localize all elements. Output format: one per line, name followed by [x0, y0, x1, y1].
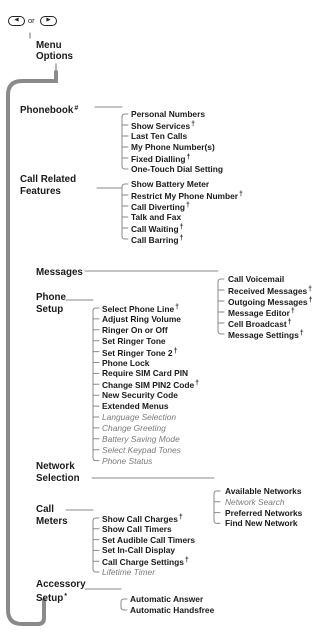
menu-item: Automatic Handsfree — [130, 605, 215, 615]
menu-item: Set Audible Call Timers — [102, 534, 196, 545]
dagger-mark: † — [173, 347, 178, 355]
menu-item: Call Diverting† — [131, 202, 190, 212]
dagger-mark: † — [184, 557, 189, 565]
menu-item: Cell Broadcast† — [228, 319, 292, 329]
category-call-meters: Call — [36, 504, 54, 515]
category-mark: * — [64, 592, 67, 600]
bracket-call-meters — [92, 517, 100, 573]
dagger-mark: † — [239, 191, 243, 198]
dagger-mark: † — [178, 514, 183, 521]
or-label: or — [28, 16, 35, 25]
menu-item: Received Messages† — [228, 286, 313, 296]
menu-item: Select Phone Line† — [102, 304, 180, 314]
dagger-mark: † — [179, 235, 184, 242]
menu-item: Set In-Call Display — [102, 545, 176, 556]
menu-item: Preferred Networks — [225, 507, 303, 518]
category-phonebook: Phonebook# — [20, 105, 79, 116]
dagger-mark: † — [175, 304, 180, 311]
bracket-network — [213, 490, 221, 524]
menu-item: Call Charge Settings† — [102, 557, 189, 568]
dagger-mark: † — [195, 380, 200, 388]
menu-item: Show Services† — [131, 121, 196, 131]
menu-item: Language Selection — [102, 412, 177, 422]
category-network: Network — [36, 461, 75, 472]
menu-item: One-Touch Dial Setting — [131, 164, 223, 174]
category-network-line2: Selection — [36, 472, 80, 484]
menu-item: Show Call Charges† — [102, 514, 183, 524]
bracket-messages — [217, 278, 225, 335]
right-arrow-key-icon: ▶ — [40, 16, 57, 26]
bracket-phone-setup — [92, 307, 100, 462]
menu-item: Extended Menus — [102, 401, 169, 412]
bracket-phonebook — [121, 113, 129, 170]
menu-item: Show Call Timers — [102, 523, 172, 534]
category-accessory-line2: Setup* — [36, 592, 67, 604]
menu-item: Network Search — [225, 496, 285, 507]
dagger-mark: † — [191, 121, 196, 128]
menu-item: Outgoing Messages† — [228, 297, 313, 307]
menu-item: Select Keypad Tones — [102, 444, 181, 455]
outer-loop — [6, 70, 58, 626]
dagger-mark: † — [308, 286, 313, 293]
menu-item: Call Waiting† — [131, 224, 184, 234]
menu-item: Set Ringer Tone 2† — [102, 347, 178, 358]
menu-item: Show Battery Meter — [131, 179, 210, 189]
left-arrow-key-icon: ◀ — [8, 16, 25, 26]
dagger-mark: † — [299, 330, 304, 337]
category-call-related: Call Related — [20, 174, 77, 185]
dagger-mark: † — [186, 154, 191, 161]
menu-item: Call Barring† — [131, 235, 184, 245]
menu-item: Talk and Fax — [131, 212, 182, 222]
menu-item: Change Greeting — [102, 422, 166, 433]
menu-item: Ringer On or Off — [102, 324, 168, 335]
bracket-accessory — [120, 598, 128, 611]
menu-item: Message Editor† — [228, 308, 295, 318]
menu-item: Phone Status — [102, 455, 153, 466]
bracket-call-related — [121, 183, 129, 240]
category-phone-setup: Phone — [36, 292, 66, 303]
menu-item: Call Voicemail — [228, 274, 285, 284]
category-phone-setup-line2: Setup — [36, 303, 64, 315]
menu-item: Phone Lock — [102, 357, 150, 368]
menu-item: My Phone Number(s) — [131, 142, 215, 152]
menu-item: Last Ten Calls — [131, 131, 188, 141]
category-mark: # — [74, 105, 79, 112]
menu-label: Menu — [36, 40, 62, 51]
menu-item: Find New Network — [225, 518, 298, 529]
dagger-mark: † — [287, 319, 292, 326]
menu-item: Fixed Dialling† — [131, 154, 191, 164]
menu-item: Personal Numbers — [131, 109, 206, 119]
menu-item: Restrict My Phone Number† — [131, 191, 243, 201]
menu-item: Change SIM PIN2 Code† — [102, 380, 200, 391]
menu-item: Automatic Answer — [130, 594, 204, 604]
dagger-mark: † — [179, 224, 184, 231]
options-label: Options — [36, 51, 74, 62]
category-call-meters-line2: Meters — [36, 515, 68, 527]
menu-item: Lifetime Timer — [102, 567, 155, 577]
menu-item: Message Settings† — [228, 330, 304, 340]
category-accessory: Accessory — [36, 579, 86, 590]
menu-item: Require SIM Card PIN — [102, 368, 189, 379]
menu-item: Adjust Ring Volume — [102, 313, 181, 324]
dagger-mark: † — [290, 308, 295, 315]
menu-item: Available Networks — [225, 486, 302, 496]
dagger-mark: † — [185, 202, 190, 209]
menu-item: Set Ringer Tone — [102, 335, 166, 346]
menu-item: New Security Code — [102, 390, 178, 401]
category-messages: Messages — [36, 267, 83, 278]
dagger-mark: † — [308, 297, 313, 304]
category-call-related-line2: Features — [20, 185, 61, 197]
menu-item: Battery Saving Mode — [102, 433, 180, 444]
